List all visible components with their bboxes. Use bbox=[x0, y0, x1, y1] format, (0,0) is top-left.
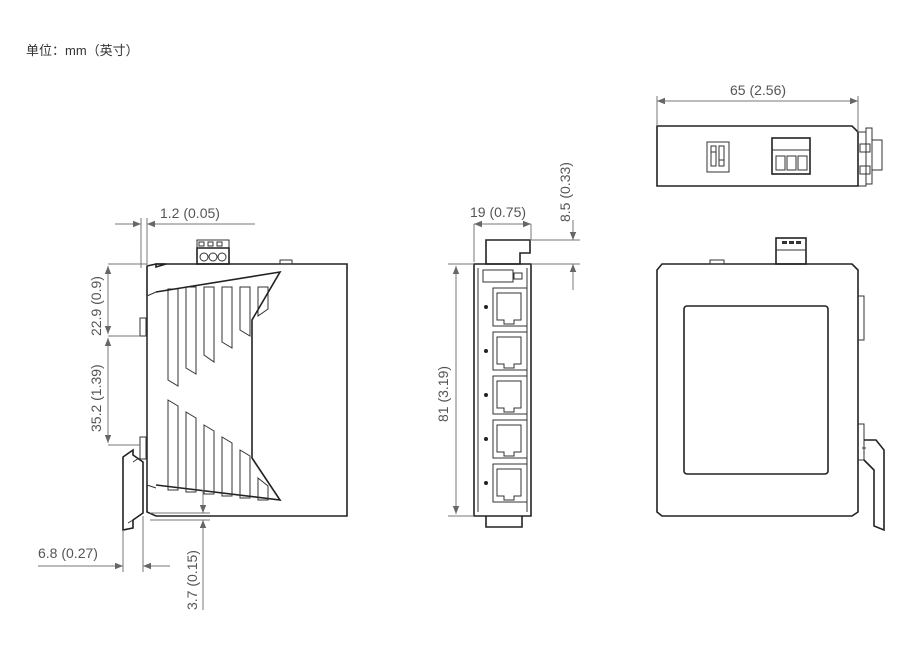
dim-width-top-label: 65 (2.56) bbox=[730, 82, 786, 98]
back-view bbox=[656, 237, 885, 532]
unit-note: 单位：mm（英寸） bbox=[26, 43, 139, 58]
front-dimensions: 19 (0.75) 81 (3.19) 8.5 (0.33) bbox=[435, 162, 580, 517]
dip-switch bbox=[706, 141, 730, 173]
side-view: 1.2 (0.05) 22.9 (0.9) 35.2 (1.39) 6.8 (0… bbox=[38, 205, 348, 610]
heatsink-fins bbox=[155, 263, 282, 502]
dim-thickness-label: 1.2 (0.05) bbox=[160, 205, 220, 221]
side-body bbox=[146, 263, 348, 517]
rj45-port-2 bbox=[484, 331, 528, 371]
back-body bbox=[656, 263, 859, 517]
dim-mid-height-label: 35.2 (1.39) bbox=[88, 364, 104, 432]
top-body bbox=[656, 125, 859, 187]
top-terminal-block bbox=[771, 137, 811, 175]
dim-clip-depth-label: 6.8 (0.27) bbox=[38, 545, 98, 561]
back-panel bbox=[683, 305, 829, 475]
dim-front-width-label: 19 (0.75) bbox=[470, 204, 526, 220]
terminal-block bbox=[196, 239, 230, 265]
dim-upper-height-label: 22.9 (0.9) bbox=[88, 276, 104, 336]
dim-front-height-label: 81 (3.19) bbox=[435, 366, 451, 422]
din-clip bbox=[122, 317, 147, 531]
dim-connector-height-label: 8.5 (0.33) bbox=[557, 162, 573, 222]
rj45-port-1 bbox=[484, 287, 528, 327]
dim-clip-height-label: 3.7 (0.15) bbox=[184, 550, 200, 610]
top-dimensions: 65 (2.56) bbox=[656, 82, 859, 132]
top-view: 65 (2.56) bbox=[656, 82, 883, 187]
rj45-port-5 bbox=[484, 463, 528, 503]
front-body bbox=[473, 263, 532, 517]
side-dimensions: 1.2 (0.05) 22.9 (0.9) 35.2 (1.39) 6.8 (0… bbox=[38, 205, 255, 610]
back-din-clip bbox=[858, 295, 885, 532]
rj45-port-3 bbox=[484, 375, 528, 415]
rj45-port-4 bbox=[484, 419, 528, 459]
front-view: 19 (0.75) 81 (3.19) 8.5 (0.33) bbox=[435, 162, 580, 528]
